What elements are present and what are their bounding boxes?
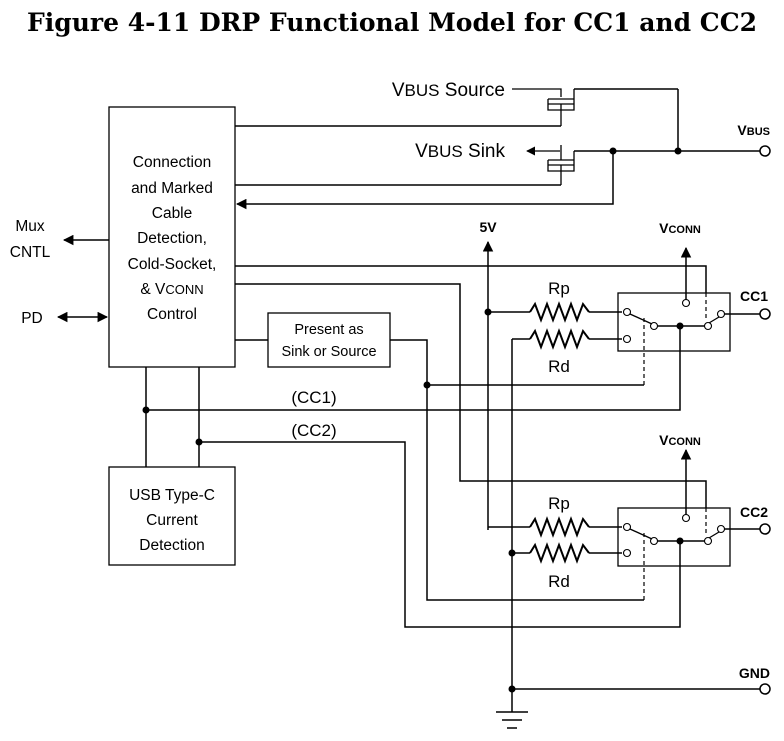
rd-resistor-cc2	[529, 542, 590, 564]
vbus-sink-label: VBUS Sink	[415, 141, 505, 162]
vconn-label-cc1: VCONN	[659, 220, 701, 236]
5v-label: 5V	[479, 219, 497, 235]
vbus-terminal-label: VBUS	[737, 122, 770, 138]
present-control-line	[390, 339, 644, 601]
svg-text:Present as: Present as	[294, 322, 363, 338]
svg-text:Cable: Cable	[152, 205, 193, 222]
cc1-switch-box	[617, 292, 731, 352]
ground-symbol-icon	[496, 711, 528, 729]
svg-text:Current: Current	[146, 512, 198, 529]
cc2-line-label: (CC2)	[291, 421, 336, 440]
cc1-rp-rd-switch	[629, 313, 653, 325]
cc2-vconn-control-line	[235, 283, 707, 508]
pd-label: PD	[21, 310, 43, 327]
rp-resistor-cc1	[529, 301, 590, 323]
rp-label-cc2: Rp	[548, 494, 570, 513]
cc2-terminal	[759, 523, 771, 535]
svg-text:Detection,: Detection,	[137, 230, 207, 247]
figure-title: Figure 4-11 DRP Functional Model for CC1…	[27, 8, 757, 37]
svg-text:Cold-Socket,: Cold-Socket,	[128, 256, 217, 273]
cc2-label: CC2	[740, 504, 768, 520]
cc1-label: CC1	[740, 288, 768, 304]
vconn-label-cc2: VCONN	[659, 432, 701, 448]
cc1-vconn-switch	[708, 316, 720, 324]
gnd-terminal	[759, 683, 771, 695]
vbus-detect-arrow	[235, 151, 614, 210]
mux-cntl-label-2: CNTL	[10, 244, 51, 261]
rp-label-cc1: Rp	[548, 279, 570, 298]
mux-cntl-label: Mux	[15, 218, 45, 235]
cc1-sense-line	[146, 326, 681, 411]
cc2-switch-box	[617, 507, 731, 567]
rd-label-cc2: Rd	[548, 572, 570, 591]
connection-control-label: Connection and Marked Cable Detection, C…	[128, 154, 217, 323]
vbus-sink-fet	[526, 145, 575, 185]
svg-text:Control: Control	[147, 306, 197, 323]
present-as-block	[267, 312, 391, 368]
svg-text:& VCONN: & VCONN	[140, 281, 203, 298]
rd-resistor-cc1	[529, 328, 590, 350]
svg-text:Connection: Connection	[133, 154, 211, 171]
cc1-vconn-control-line	[235, 265, 707, 293]
current-detection-block	[108, 466, 236, 566]
cc2-sense-line	[199, 441, 681, 628]
vbus-terminal	[759, 145, 771, 157]
svg-text:USB Type-C: USB Type-C	[129, 487, 215, 504]
vbus-source-fet	[512, 88, 575, 126]
cc1-terminal	[759, 308, 771, 320]
rp-resistor-cc2	[529, 516, 590, 538]
connection-control-block	[108, 106, 236, 368]
svg-text:Detection: Detection	[139, 537, 204, 554]
svg-text:and Marked: and Marked	[131, 180, 213, 197]
vbus-source-label: VBUS Source	[392, 80, 505, 101]
rd-label-cc1: Rd	[548, 357, 570, 376]
gnd-label: GND	[739, 665, 770, 681]
cc1-line-label: (CC1)	[291, 388, 336, 407]
cc2-vconn-switch	[708, 531, 720, 539]
svg-text:Sink or Source: Sink or Source	[281, 344, 376, 360]
cc2-rp-rd-switch	[629, 528, 653, 540]
